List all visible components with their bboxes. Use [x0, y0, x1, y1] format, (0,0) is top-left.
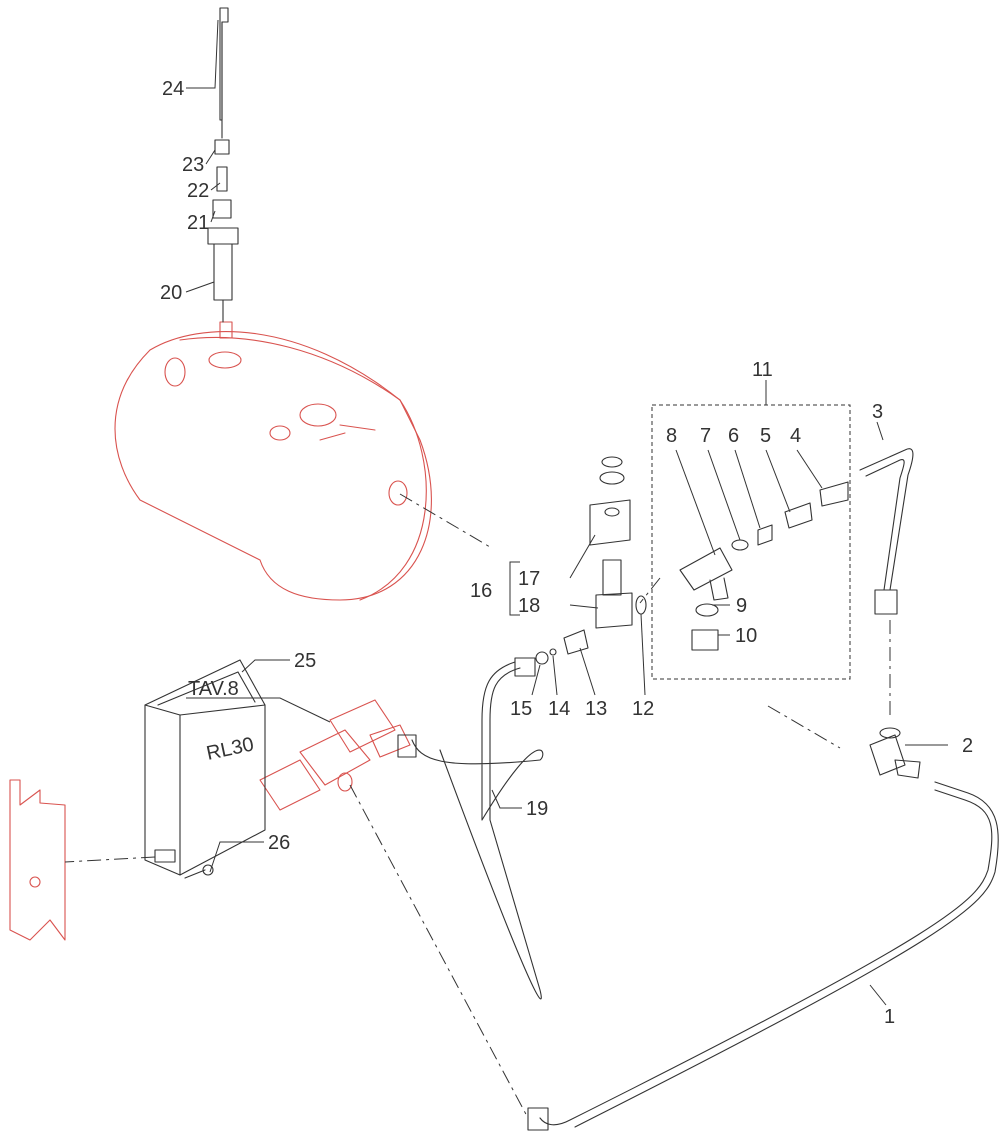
callout-7: 7: [700, 425, 711, 447]
callout-tav8: TAV.8: [188, 678, 239, 700]
filter-group-dashed-box: [651, 404, 851, 680]
solenoid-valve: [589, 456, 647, 629]
callout-16: 16: [470, 580, 492, 602]
callout-24: 24: [162, 78, 184, 100]
bracket-16: [509, 561, 520, 616]
control-box: [144, 659, 266, 879]
callout-6: 6: [728, 425, 739, 447]
tee-fitting-2: [869, 727, 921, 779]
callout-15: 15: [510, 698, 532, 720]
assembly-lines: [64, 493, 891, 1119]
pipe-3: [859, 448, 914, 615]
nozzle-connector: [397, 734, 417, 758]
callout-14: 14: [548, 698, 570, 720]
callout-23: 23: [182, 154, 204, 176]
callout-1: 1: [884, 1006, 895, 1028]
callout-21: 21: [187, 212, 209, 234]
callout-20: 20: [160, 282, 182, 304]
callout-4: 4: [790, 425, 801, 447]
pipe-1: [527, 781, 999, 1131]
callout-22: 22: [187, 180, 209, 202]
callout-2: 2: [962, 735, 973, 757]
callout-3: 3: [872, 401, 883, 423]
oil-tank: [114, 321, 432, 601]
filter-group: [679, 481, 849, 651]
callout-18: 18: [518, 595, 540, 617]
callout-11: 11: [752, 359, 773, 381]
callouts: 24 23 22 21 20 11 3 8 7 6 5 4 9 10 17 16…: [160, 78, 973, 1028]
mounting-bracket: [9, 779, 66, 941]
callout-26: 26: [268, 832, 290, 854]
pipe-19: [411, 629, 589, 1000]
callout-25: 25: [294, 650, 316, 672]
callout-8: 8: [666, 425, 677, 447]
level-gauge-assembly: [207, 7, 239, 323]
control-box-label: RL30: [204, 733, 255, 764]
callout-19: 19: [526, 798, 548, 820]
callout-12: 12: [632, 698, 654, 720]
callout-9: 9: [736, 595, 747, 617]
leader-lines: [185, 19, 948, 1006]
callout-5: 5: [760, 425, 771, 447]
callout-17: 17: [518, 568, 540, 590]
callout-13: 13: [585, 698, 607, 720]
callout-10: 10: [735, 625, 757, 647]
nozzle-assembly: [259, 699, 411, 811]
